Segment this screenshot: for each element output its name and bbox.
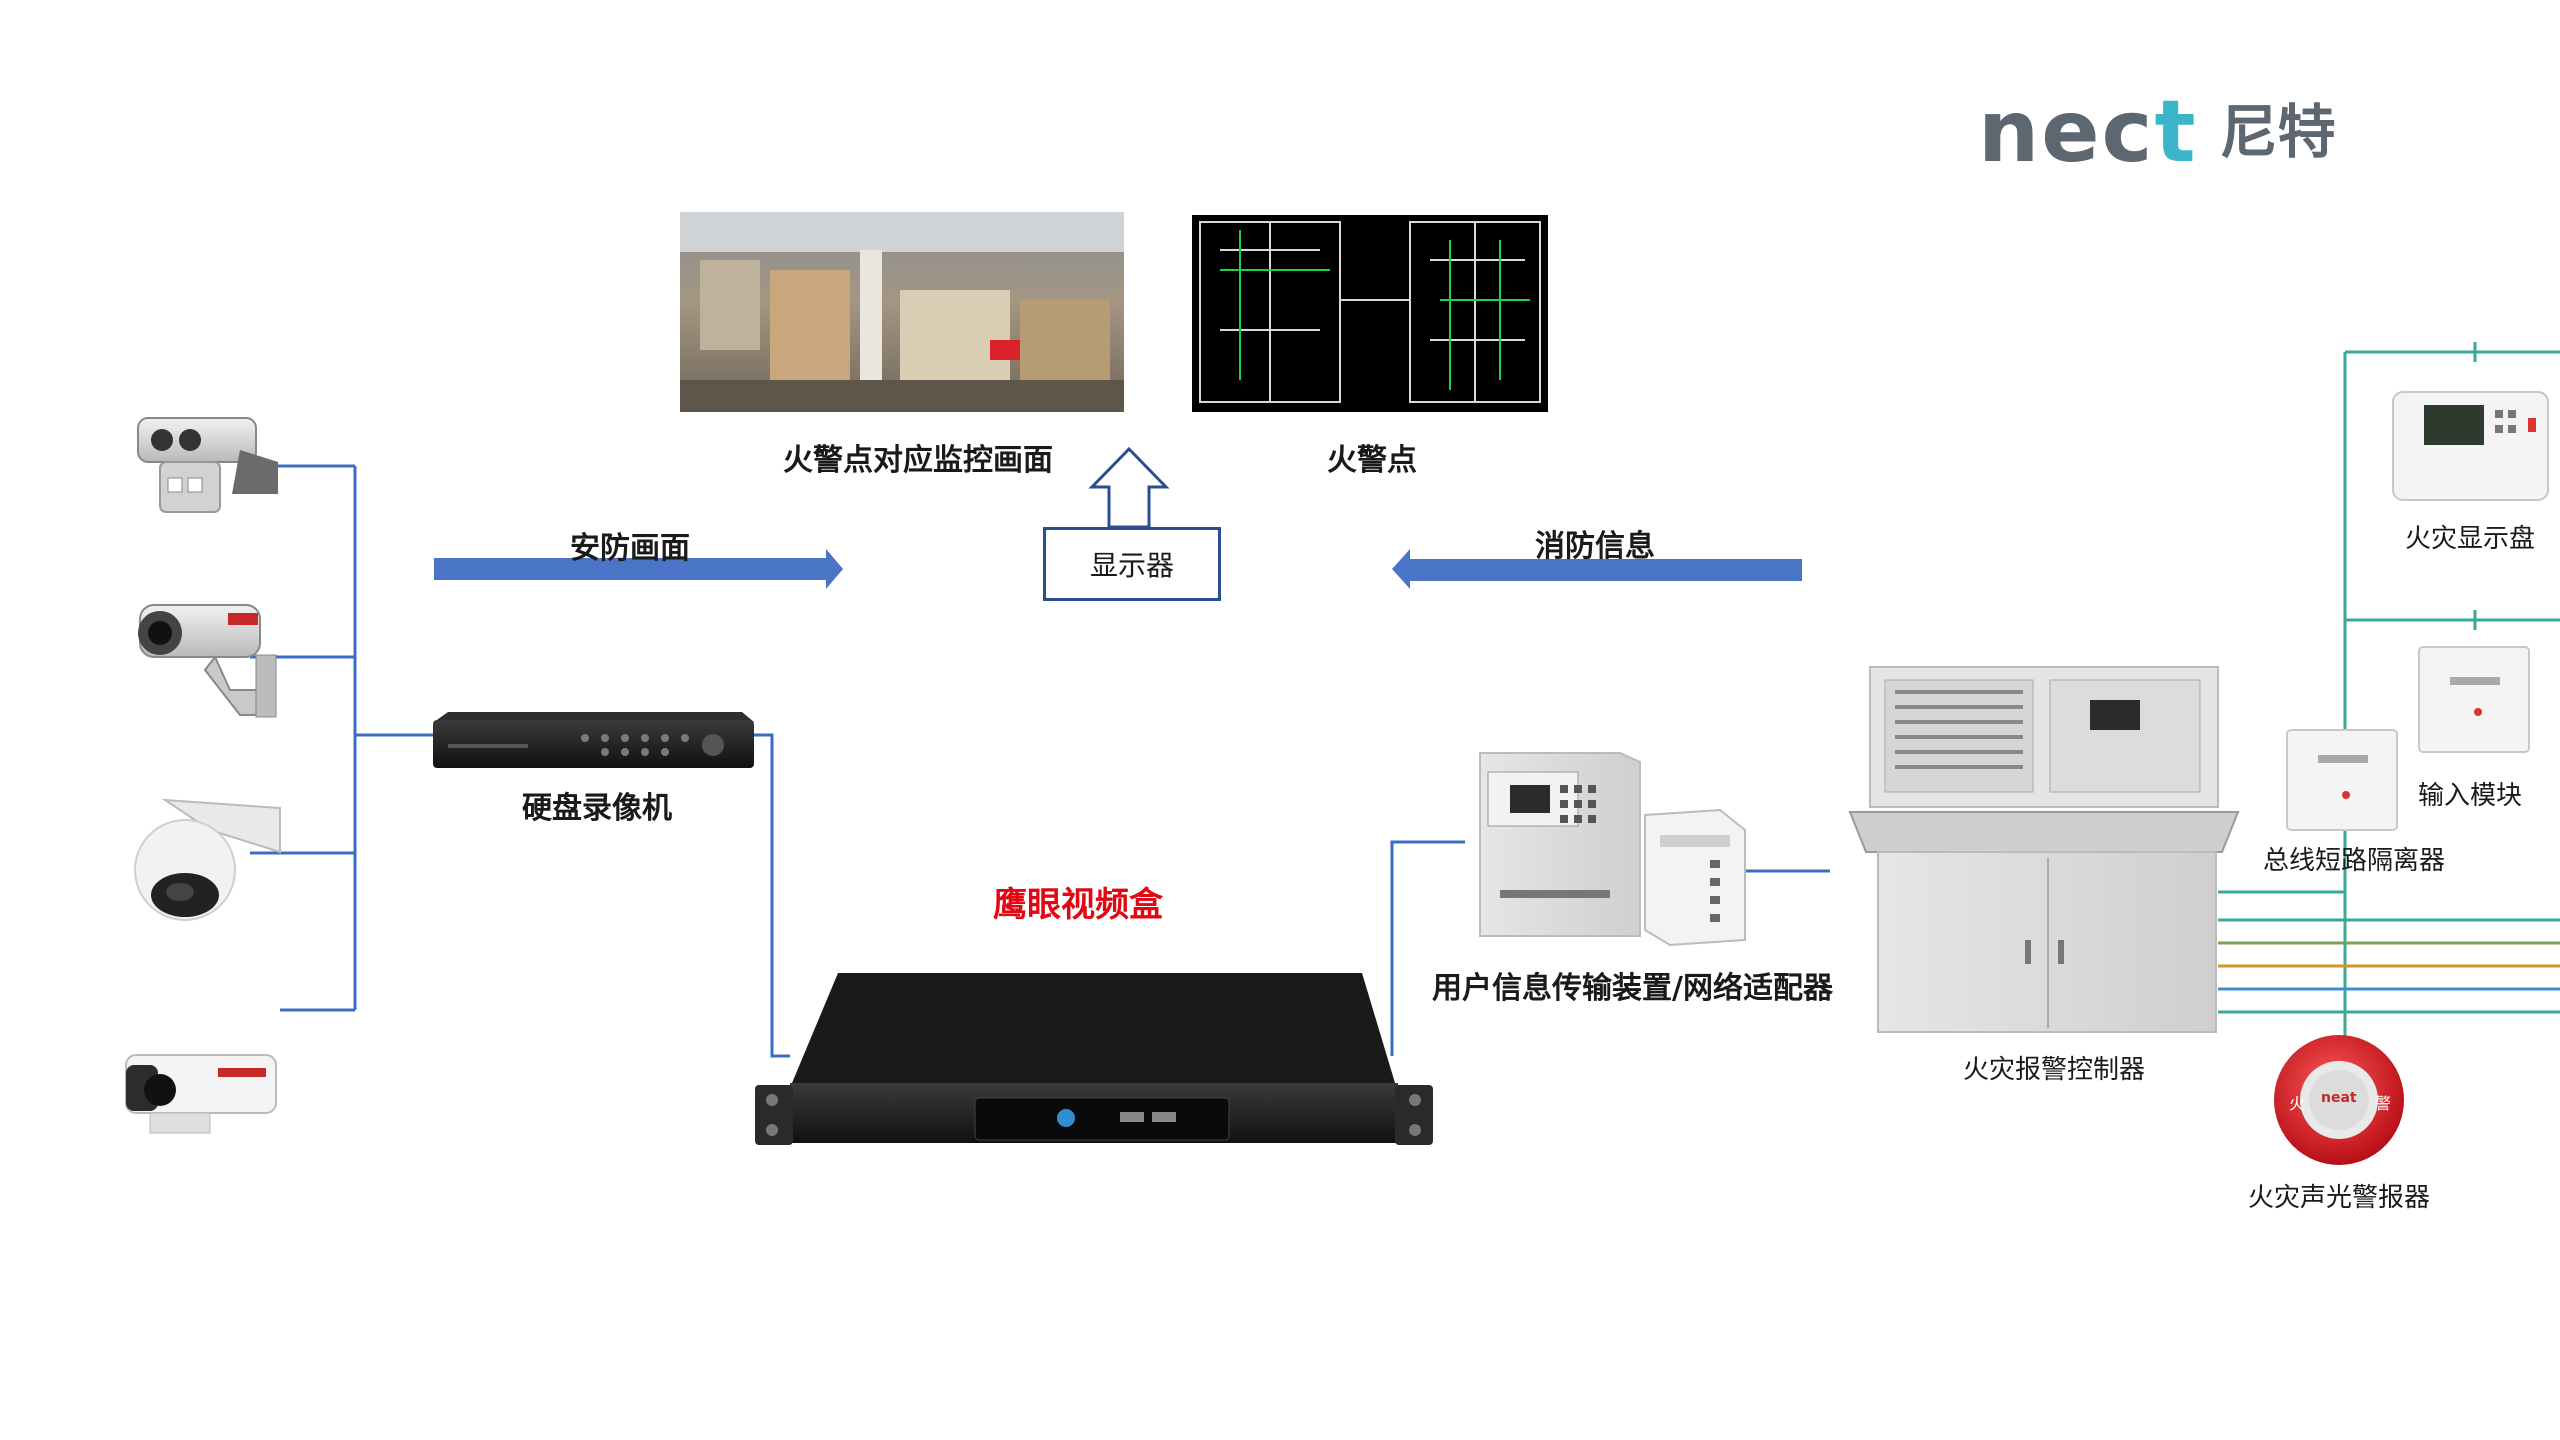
right-bus-lines <box>2218 342 2560 1040</box>
alarm-right-char: 警 <box>2375 1094 2392 1113</box>
security-arrow <box>434 549 843 589</box>
input-module-label: 输入模块 <box>2418 781 2523 811</box>
surveillance-screen <box>680 212 1124 412</box>
up-arrow-icon <box>1088 446 1170 529</box>
dome-ptz-camera <box>134 798 281 921</box>
eagle-eye-box-label: 鹰眼视频盒 <box>993 885 1163 925</box>
security-arrow-label: 安防画面 <box>570 531 690 566</box>
alarm-left-char: 火 <box>2289 1094 2306 1113</box>
bus-isolator-device <box>2286 729 2398 831</box>
controller-label: 火灾报警控制器 <box>1963 1055 2146 1085</box>
sound-light-alarm-device <box>2274 1035 2404 1165</box>
fire-info-arrow-label: 消防信息 <box>1535 529 1655 564</box>
input-module-device <box>2418 646 2530 753</box>
monitor-box: 显示器 <box>1043 527 1221 601</box>
bus-isolator-label: 总线短路隔离器 <box>2263 846 2446 876</box>
fire-display-panel-device <box>2392 391 2549 501</box>
logo-chinese-name: 尼特 <box>2219 98 2336 166</box>
neat-logo: nect 尼特 <box>1978 89 2336 175</box>
monitor-label: 显示器 <box>1089 549 1174 582</box>
fire-info-arrow <box>1392 549 1802 589</box>
network-adapter <box>1644 808 1746 947</box>
fire-point-caption: 火警点 <box>1327 443 1417 478</box>
eagle-eye-video-box <box>755 973 1433 1145</box>
display-panel-label: 火灾显示盘 <box>2405 524 2536 554</box>
nvr-device <box>433 712 754 768</box>
hikvision-bullet-camera <box>125 1054 277 1134</box>
alarm-brand-text: neat <box>2321 1090 2357 1106</box>
nvr-label: 硬盘录像机 <box>522 791 672 826</box>
box-ir-camera <box>138 604 277 718</box>
user-device-label: 用户信息传输装置/网络适配器 <box>1432 971 1833 1006</box>
surveillance-caption: 火警点对应监控画面 <box>783 443 1053 478</box>
user-info-transmission-device <box>1479 752 1641 937</box>
sound-light-alarm-label: 火灾声光警报器 <box>2248 1183 2431 1213</box>
bullet-ir-camera <box>137 417 278 513</box>
logo-word-main: nec <box>1978 82 2155 182</box>
fire-alarm-controller <box>1848 666 2240 1033</box>
fire-point-floorplan <box>1192 215 1548 412</box>
logo-word-accent: t <box>2154 82 2198 182</box>
